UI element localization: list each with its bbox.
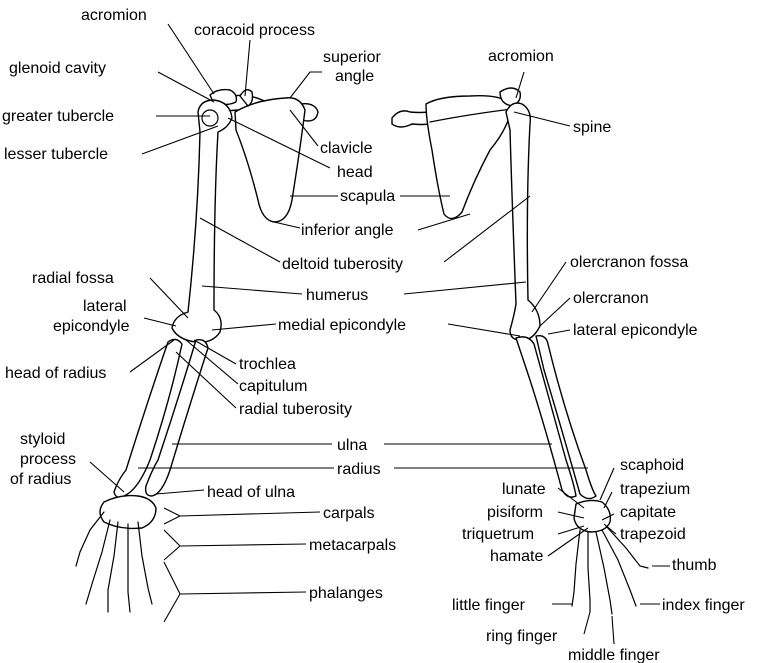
label-phalanges: phalanges <box>309 585 383 602</box>
label-humerus: humerus <box>306 287 368 304</box>
humerus-left-bone <box>172 100 232 342</box>
label-lesser-tubercle: lesser tubercle <box>4 146 108 163</box>
label-acromion-left: acromion <box>81 7 147 24</box>
label-superior-angle-line1: superior <box>323 49 381 66</box>
label-ring-finger: ring finger <box>486 628 558 645</box>
label-head-of-radius: head of radius <box>5 365 106 382</box>
label-radial-tuberosity: radial tuberosity <box>239 401 352 418</box>
humerus-right-bone <box>506 103 540 340</box>
label-carpals: carpals <box>323 505 375 522</box>
label-clavicle: clavicle <box>320 140 373 157</box>
label-trochlea: trochlea <box>239 356 296 373</box>
label-trapezium: trapezium <box>620 481 690 498</box>
label-olecranon: olercranon <box>573 290 649 307</box>
label-acromion-right: acromion <box>488 48 554 65</box>
label-triquetrum: triquetrum <box>462 526 534 543</box>
label-lunate: lunate <box>502 481 546 498</box>
label-lateral-epicondyle-line1: lateral <box>83 298 127 315</box>
label-scaphoid: scaphoid <box>620 457 684 474</box>
label-deltoid-tuberosity: deltoid tuberosity <box>282 256 403 273</box>
label-index-finger: index finger <box>662 597 745 614</box>
label-coracoid-process: coracoid process <box>194 22 315 39</box>
label-inferior-angle: inferior angle <box>301 222 394 239</box>
label-styloid-line3: of radius <box>10 471 71 488</box>
label-head: head <box>337 164 373 181</box>
label-radial-fossa: radial fossa <box>32 270 114 287</box>
label-superior-angle-line2: angle <box>335 68 374 85</box>
label-thumb: thumb <box>672 557 717 574</box>
label-radius: radius <box>337 461 381 478</box>
label-greater-tubercle: greater tubercle <box>2 108 114 125</box>
label-capitulum: capitulum <box>239 378 307 395</box>
left-arm-anterior-illustration <box>76 90 318 612</box>
label-medial-epicondyle: medial epicondyle <box>278 317 406 334</box>
label-scapula: scapula <box>340 188 395 205</box>
label-trapezoid: trapezoid <box>620 526 686 543</box>
label-head-of-ulna: head of ulna <box>207 484 295 501</box>
label-olecranon-fossa: olercranon fossa <box>570 254 688 271</box>
label-glenoid-cavity: glenoid cavity <box>9 60 106 77</box>
label-spine: spine <box>573 119 611 136</box>
label-styloid-line1: styloid <box>20 431 65 448</box>
label-capitate: capitate <box>620 504 676 521</box>
label-lateral-epicondyle-right: lateral epicondyle <box>573 322 698 339</box>
label-pisiform: pisiform <box>487 504 543 521</box>
label-metacarpals: metacarpals <box>309 537 396 554</box>
label-middle-finger: middle finger <box>568 647 660 663</box>
label-styloid-line2: process <box>20 451 76 468</box>
label-ulna: ulna <box>337 437 367 454</box>
label-little-finger: little finger <box>452 597 526 614</box>
labels: acromion coracoid process superior angle… <box>2 7 745 663</box>
scapula-right-bone <box>426 96 512 219</box>
label-lateral-epicondyle-line2: epicondyle <box>53 318 130 335</box>
label-hamate: hamate <box>490 548 543 565</box>
